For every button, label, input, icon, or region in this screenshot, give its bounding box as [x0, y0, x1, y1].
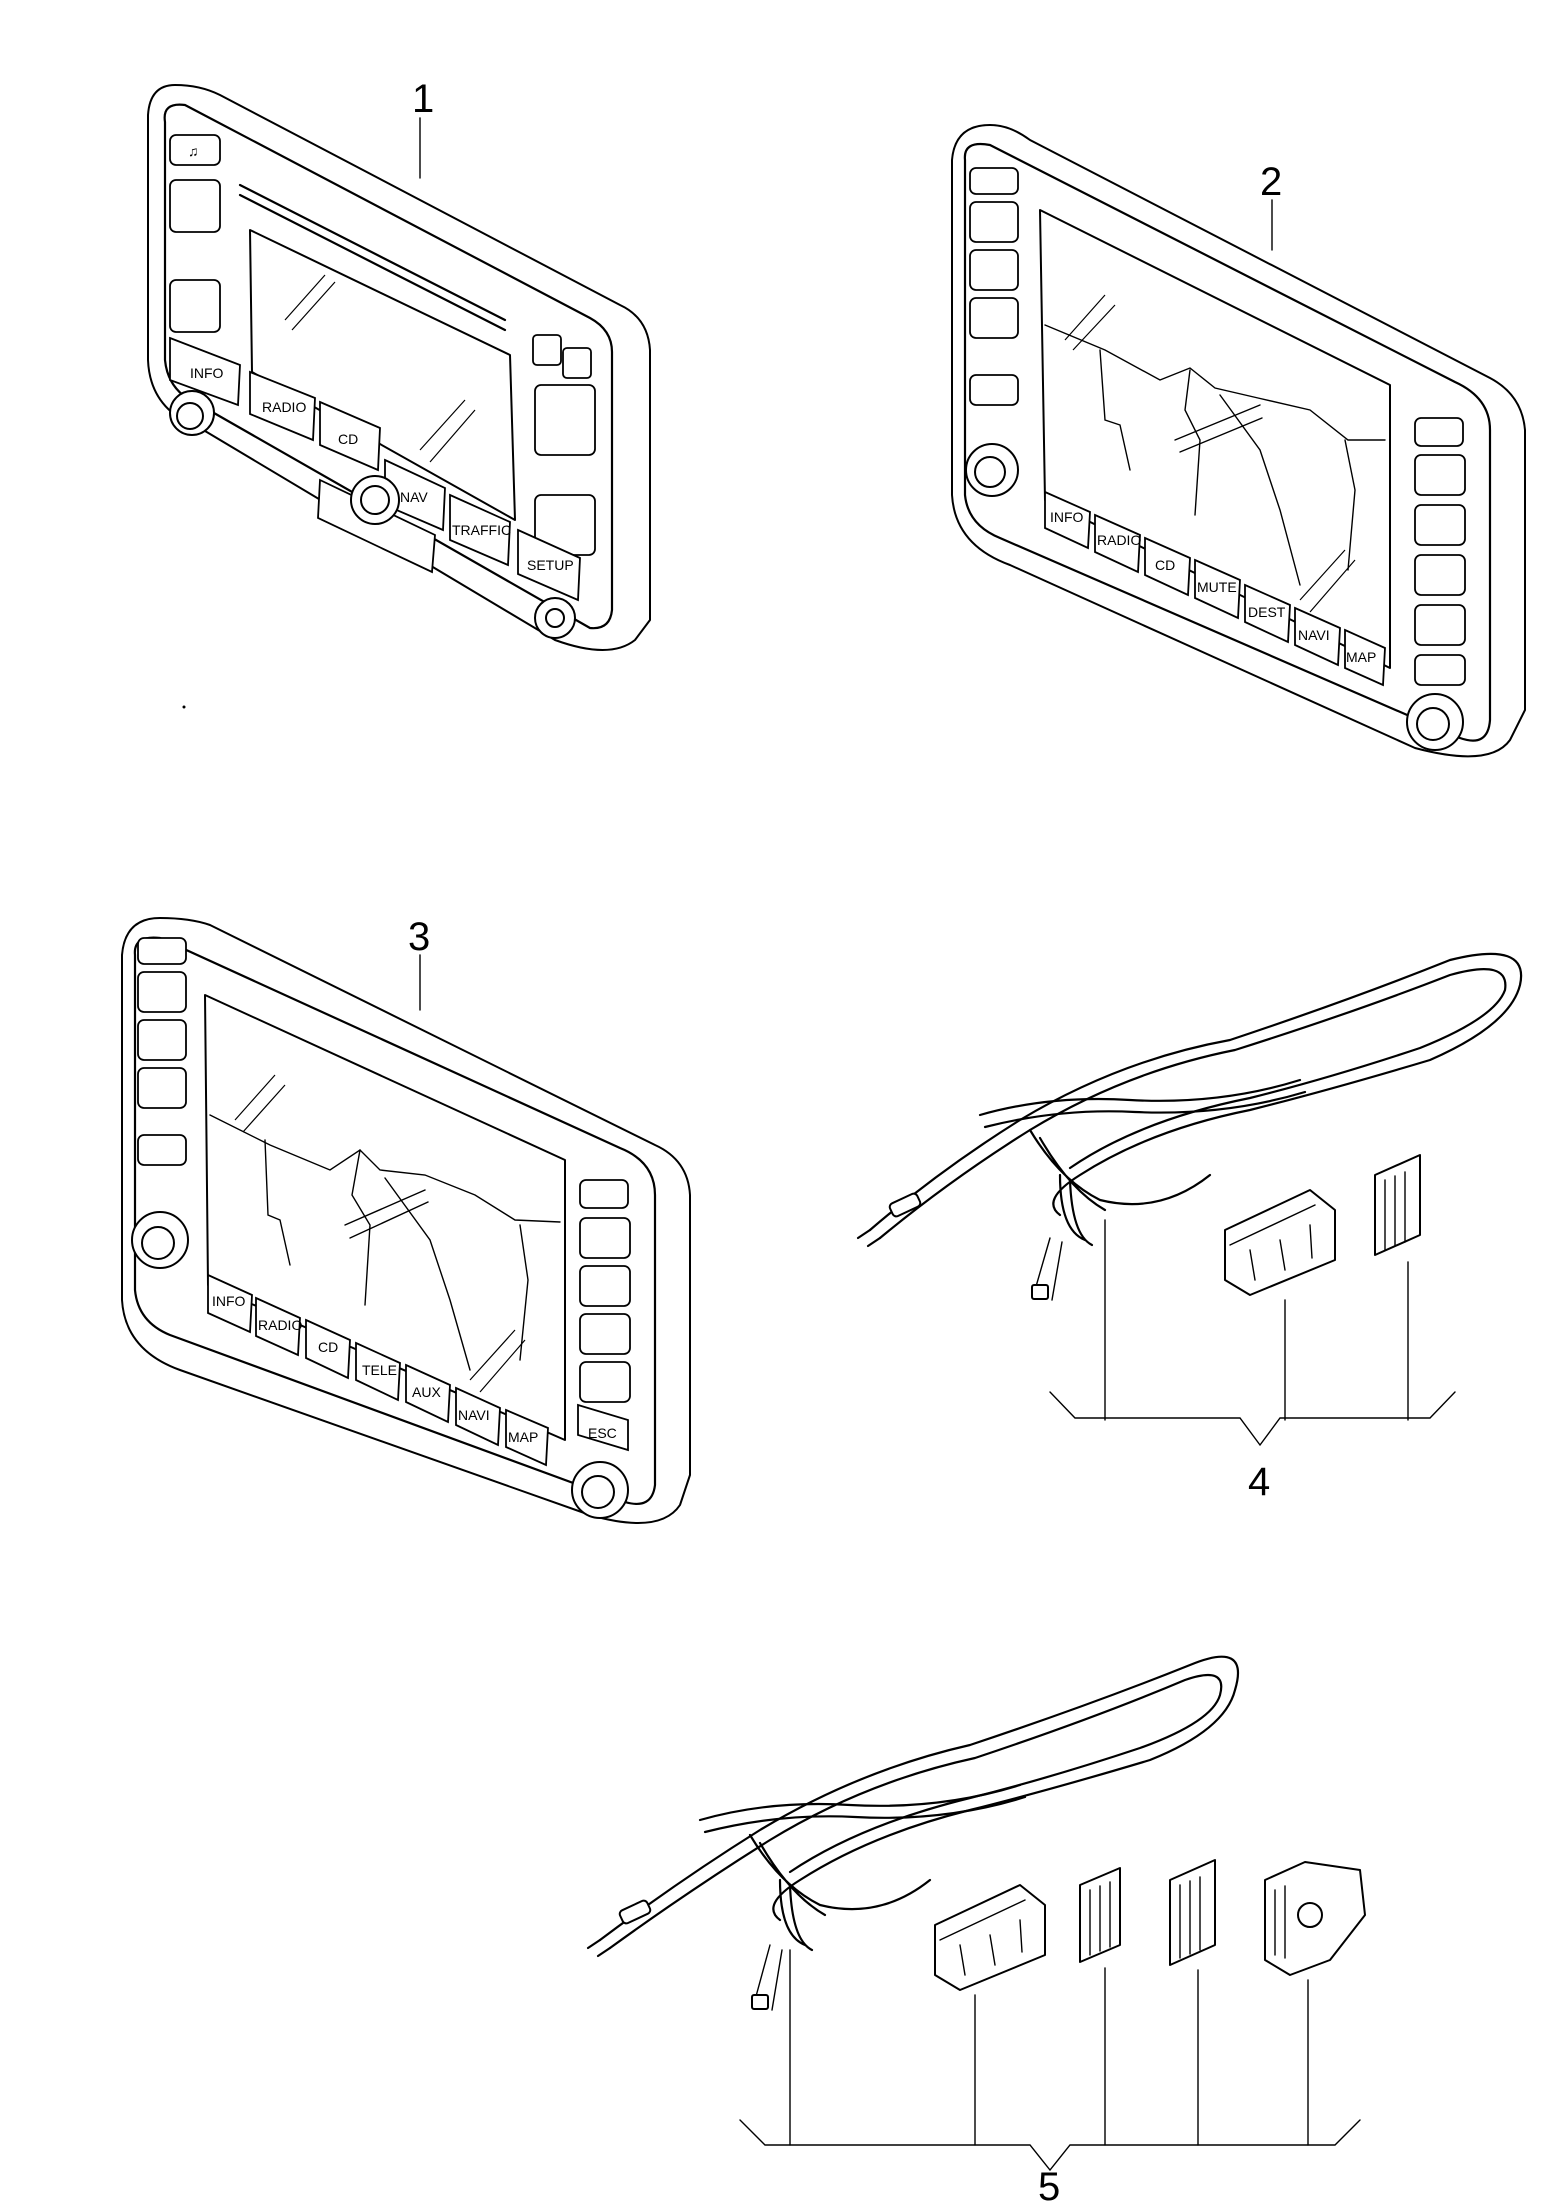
- unit3-btn-aux: AUX: [412, 1384, 441, 1400]
- unit3-btn-tele: TELE: [362, 1362, 397, 1378]
- callout-3: 3: [408, 915, 430, 959]
- unit2-btn-info: INFO: [1050, 509, 1084, 525]
- unit3-btn-cd: CD: [318, 1339, 338, 1355]
- unit2-btn-dest: DEST: [1248, 604, 1286, 620]
- unit1-btn-info: INFO: [190, 365, 224, 381]
- unit1-btn-nav: NAV: [400, 489, 428, 505]
- unit3-btn-esc: ESC: [588, 1425, 617, 1441]
- cable-set-5: 5: [586, 1655, 1366, 2202]
- unit3-btn-radio: RADIO: [258, 1317, 302, 1333]
- unit3-btn-info: INFO: [212, 1293, 246, 1309]
- unit2-btn-mute: MUTE: [1197, 579, 1237, 595]
- unit2-btn-navi: NAVI: [1298, 627, 1330, 643]
- nav-unit-2: INFO RADIO CD MUTE DEST NAVI MAP 2: [951, 124, 1526, 758]
- unit2-btn-cd: CD: [1155, 557, 1175, 573]
- unit3-btn-navi: NAVI: [458, 1407, 490, 1423]
- cable-set-4: 4: [856, 952, 1523, 1504]
- svg-text:♫: ♫: [188, 143, 199, 159]
- callout-5: 5: [1038, 2165, 1060, 2202]
- unit1-btn-cd: CD: [338, 431, 358, 447]
- callout-2: 2: [1260, 160, 1282, 204]
- unit2-btn-map: MAP: [1346, 649, 1376, 665]
- unit1-btn-radio: RADIO: [262, 399, 306, 415]
- unit1-btn-traffic: TRAFFIC: [452, 522, 511, 538]
- nav-unit-3: INFO RADIO CD TELE AUX NAVI MAP ESC 3: [121, 915, 691, 1524]
- unit2-btn-radio: RADIO: [1097, 532, 1141, 548]
- callout-4: 4: [1248, 1460, 1270, 1504]
- unit3-btn-map: MAP: [508, 1429, 538, 1445]
- radio-unit-1: ♫ INFO RADIO CD NAV TRAFFIC SETUP 1: [147, 77, 651, 651]
- unit1-btn-setup: SETUP: [527, 557, 574, 573]
- callout-1: 1: [412, 77, 434, 121]
